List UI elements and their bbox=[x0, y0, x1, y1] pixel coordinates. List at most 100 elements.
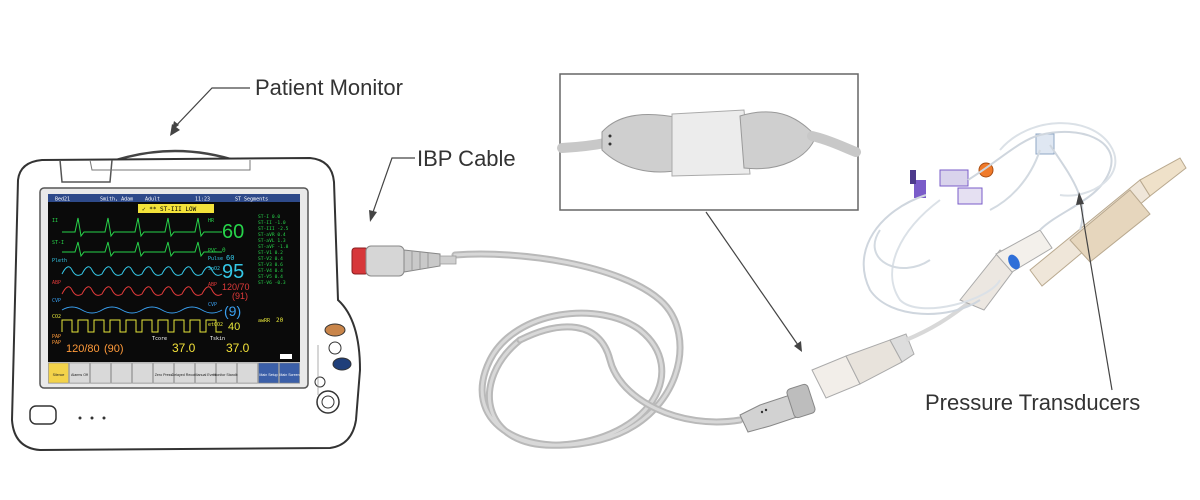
softkey-bar bbox=[48, 362, 300, 384]
pap-label-small: PAP bbox=[52, 340, 61, 346]
etco2-label: etCO2 bbox=[208, 322, 223, 328]
softkey-label: Delayed Record bbox=[172, 373, 198, 377]
wave-label-st: ST-I bbox=[52, 240, 64, 246]
softkey-button[interactable] bbox=[90, 362, 111, 384]
st-value: ST-aVF -1.8 bbox=[258, 244, 289, 250]
monitor-arrowhead bbox=[170, 124, 180, 136]
abp-label: ABP bbox=[208, 282, 217, 288]
awrr-value: 20 bbox=[276, 317, 284, 324]
silence-button[interactable] bbox=[328, 341, 342, 355]
softkey-button[interactable] bbox=[195, 362, 216, 384]
ecg-waveform bbox=[62, 217, 222, 238]
ibp-monitor-connector bbox=[351, 245, 457, 277]
tskin-value: 37.0 bbox=[226, 341, 250, 355]
softkey-button[interactable] bbox=[237, 362, 258, 384]
softkey-button[interactable] bbox=[258, 362, 279, 384]
pressure-transducers bbox=[811, 122, 1187, 399]
wave-label-pap: PAP bbox=[52, 334, 61, 340]
speaker-grille bbox=[29, 405, 57, 425]
st-value: ST-V4 0.4 bbox=[258, 268, 283, 274]
st-value: ST-aVR 0.4 bbox=[258, 232, 286, 238]
transducer-arrowhead bbox=[1076, 192, 1084, 205]
header-mode: ST Segments bbox=[235, 197, 268, 203]
tskin-label: Tskin bbox=[210, 336, 225, 342]
wave-label-pleth: Pleth bbox=[52, 258, 67, 264]
softkey-label: Monitor Standby bbox=[213, 373, 239, 377]
pvc-label: PVC bbox=[208, 248, 217, 254]
wave-label-ii: II bbox=[52, 218, 58, 224]
softkey-label: Alarms Off bbox=[71, 373, 88, 377]
alarm-banner bbox=[138, 204, 214, 213]
softkey-button[interactable] bbox=[153, 362, 174, 384]
ibp-transducer-connector bbox=[739, 383, 816, 433]
st-value: ST-aVL 1.3 bbox=[258, 238, 286, 244]
pap-mean: (90) bbox=[104, 343, 124, 355]
power-button[interactable] bbox=[332, 357, 352, 371]
st-value: ST-V3 0.6 bbox=[258, 262, 283, 268]
ibp-leader-line bbox=[371, 157, 415, 216]
softkey-label: Silence bbox=[53, 373, 65, 377]
softkey-label: Main Screen bbox=[279, 373, 299, 377]
pulse-value: 60 bbox=[226, 254, 234, 262]
label-patient-monitor: Patient Monitor bbox=[255, 75, 403, 100]
st-value: ST-V1 0.2 bbox=[258, 250, 283, 256]
alarm-text: ✓ ** ST-III LOW bbox=[142, 206, 197, 213]
ecg-waveform-2 bbox=[62, 241, 222, 258]
st-segment-list: ST-I 0.0ST-II -1.0ST-III -2.5ST-aVR 0.4S… bbox=[258, 214, 289, 286]
abp-waveform bbox=[61, 286, 223, 296]
abp-value: 120/70 bbox=[222, 282, 250, 292]
wave-label-co2: CO2 bbox=[52, 314, 61, 320]
softkey-button[interactable] bbox=[48, 362, 69, 384]
zoom-leader-line bbox=[705, 211, 799, 346]
softkey-button[interactable] bbox=[279, 362, 300, 384]
softkey-button[interactable] bbox=[111, 362, 132, 384]
header-category: Adult bbox=[145, 197, 160, 203]
transducer-leader-line bbox=[1079, 199, 1113, 391]
pvc-value: 0 bbox=[222, 247, 226, 254]
monitor-screen bbox=[48, 194, 300, 384]
monitor-leader-line bbox=[171, 87, 250, 131]
ibp-arrowhead bbox=[369, 210, 377, 222]
stopcock-assembly bbox=[910, 133, 1055, 205]
cvp-label: CVP bbox=[208, 302, 217, 308]
abp-mean: (91) bbox=[232, 291, 248, 301]
pulse-label: Pulse bbox=[208, 256, 223, 262]
connector-zoom-inset bbox=[557, 73, 861, 211]
softkey-button[interactable] bbox=[132, 362, 153, 384]
navigation-knob[interactable] bbox=[316, 390, 340, 414]
tcore-label: Tcore bbox=[152, 336, 167, 342]
standby-button[interactable] bbox=[314, 376, 326, 388]
spo2-value: 95 bbox=[222, 261, 244, 283]
zoom-arrowhead bbox=[794, 341, 802, 352]
softkey-label: Main Setup bbox=[259, 373, 277, 377]
spo2-label: SpO2 bbox=[208, 266, 220, 272]
transducer-blue-tab bbox=[1008, 254, 1020, 270]
st-value: ST-V6 -0.3 bbox=[258, 280, 286, 286]
st-value: ST-I 0.0 bbox=[258, 214, 280, 220]
st-value: ST-V5 0.4 bbox=[258, 274, 283, 280]
label-ibp-cable: IBP Cable bbox=[417, 146, 516, 171]
hr-label: HR bbox=[208, 218, 215, 224]
pleth-waveform bbox=[61, 266, 223, 276]
cvp-value: (9) bbox=[224, 303, 241, 319]
hr-value: 60 bbox=[222, 221, 244, 243]
battery-indicator bbox=[280, 354, 292, 359]
alarm-light bbox=[324, 323, 346, 337]
softkey-button[interactable] bbox=[69, 362, 90, 384]
wave-label-cvp: CVP bbox=[52, 298, 61, 304]
header-bed: Bed21 bbox=[55, 197, 70, 203]
st-value: ST-III -2.5 bbox=[258, 226, 289, 232]
co2-waveform bbox=[61, 319, 222, 333]
patient-monitor: Bed21 Smith, Adam Adult 11:23 ST Segment… bbox=[10, 149, 362, 452]
awrr-label: awRR bbox=[258, 318, 271, 324]
softkey-button[interactable] bbox=[216, 362, 237, 384]
st-value: ST-V2 0.4 bbox=[258, 256, 283, 262]
cvp-waveform bbox=[61, 306, 223, 314]
label-pressure-transducers: Pressure Transducers bbox=[925, 390, 1141, 415]
pap-value: 120/80 bbox=[66, 343, 100, 355]
ibp-cable bbox=[351, 245, 816, 449]
softkey-button[interactable] bbox=[174, 362, 195, 384]
header-patient: Smith, Adam bbox=[100, 197, 133, 203]
